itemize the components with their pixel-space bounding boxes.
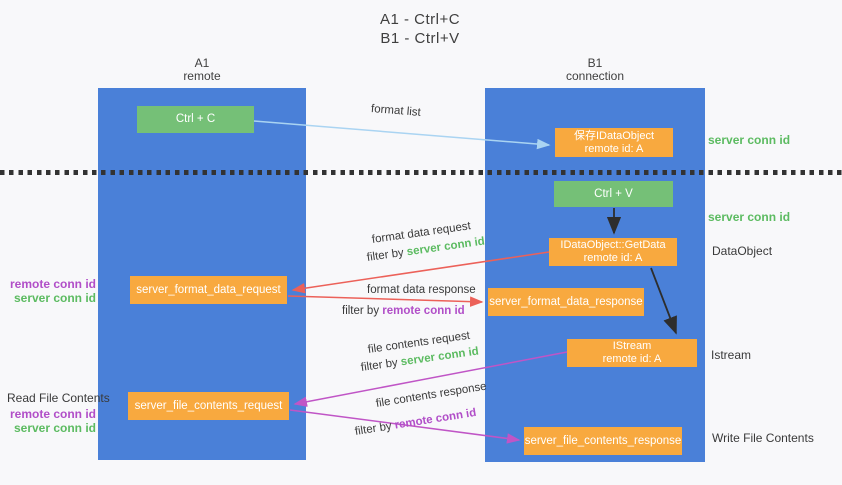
lifeline-header-a1: A1 remote (98, 57, 306, 83)
filter-prefix: filter by (342, 305, 383, 317)
node-format-request-label: server_format_data_request (136, 283, 281, 296)
label-server-conn-id-top: server conn id (708, 133, 791, 147)
dotted-divider-line (0, 170, 842, 175)
node-server-file-contents-request: server_file_contents_request (128, 392, 289, 420)
node-file-request-label: server_file_contents_request (134, 399, 283, 412)
label-server-conn-id: server conn id (13, 420, 96, 435)
filter-key-remote-conn-id: remote conn id (382, 305, 465, 317)
node-server-format-data-response: server_format_data_response (488, 288, 644, 316)
file-conn-id-stack: remote conn id server conn id (0, 407, 96, 435)
label-format-data-response: format data response (367, 284, 476, 296)
label-read-file-contents: Read File Contents (7, 391, 110, 405)
node-file-response-label: server_file_contents_response (524, 434, 682, 447)
label-remote-conn-id: remote conn id (9, 407, 96, 421)
filter-key-remote-conn-id: remote conn id (393, 406, 478, 432)
title-line-1: A1 - Ctrl+C (379, 11, 461, 28)
label-server-conn-id: server conn id (13, 290, 96, 305)
node-server-file-contents-response: server_file_contents_response (524, 427, 682, 455)
node-save-idataobject-line2: remote id: A (584, 142, 644, 155)
node-getdata-line2: remote id: A (583, 252, 643, 264)
format-conn-id-stack: remote conn id server conn id (0, 277, 96, 305)
node-ctrl-c: Ctrl + C (137, 106, 254, 133)
title-line-2: B1 - Ctrl+V (380, 30, 460, 47)
lifeline-a1-name: A1 (194, 56, 210, 70)
node-ctrl-c-label: Ctrl + C (175, 113, 216, 125)
label-server-conn-id-mid: server conn id (708, 210, 791, 224)
node-format-response-label: server_format_data_response (489, 295, 643, 308)
label-format-list: format list (370, 103, 422, 119)
label-dataobject: DataObject (712, 244, 773, 258)
diagram-title: A1 - Ctrl+C B1 - Ctrl+V (270, 10, 570, 48)
label-format-data-response-filter: filter by remote conn id (342, 305, 465, 317)
label-remote-conn-id: remote conn id (9, 277, 96, 291)
node-getdata-line1: IDataObject::GetData (560, 239, 666, 251)
node-istream-line2: remote id: A (602, 353, 662, 365)
lifeline-b1-name: B1 (587, 56, 603, 70)
filter-prefix: filter by (360, 356, 402, 374)
lifeline-a1-subtitle: remote (183, 69, 221, 83)
arrow-format-data-response (287, 295, 484, 307)
node-server-format-data-request: server_format_data_request (130, 276, 287, 304)
node-ctrl-v-label: Ctrl + V (594, 187, 633, 200)
lifeline-b1-subtitle: connection (565, 69, 625, 83)
label-write-file-contents: Write File Contents (712, 431, 814, 445)
label-file-contents-response: file contents response (375, 380, 488, 410)
label-istream: Istream (711, 348, 752, 362)
filter-prefix: filter by (354, 419, 396, 438)
node-istream-line1: IStream (612, 340, 652, 352)
lifeline-header-b1: B1 connection (485, 57, 705, 83)
node-idataobject-getdata: IDataObject::GetData remote id: A (549, 238, 677, 266)
node-ctrl-v: Ctrl + V (554, 181, 673, 207)
node-save-idataobject: 保存IDataObject remote id: A (555, 128, 673, 157)
node-istream: IStream remote id: A (567, 339, 697, 367)
filter-prefix: filter by (366, 246, 408, 264)
node-save-idataobject-line1: 保存IDataObject (573, 129, 655, 142)
label-file-contents-response-filter: filter by remote conn id (354, 407, 477, 438)
